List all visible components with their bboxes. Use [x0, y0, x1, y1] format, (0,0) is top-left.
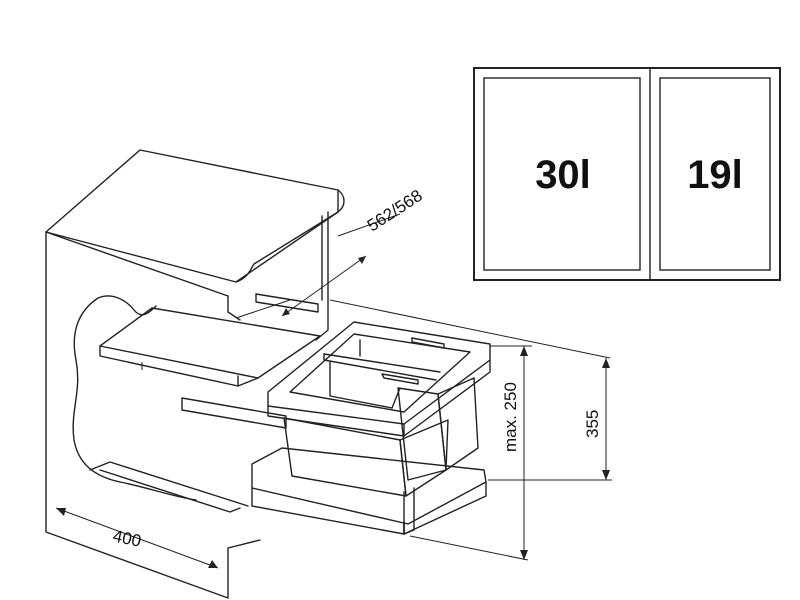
cabinet	[45, 149, 345, 599]
compartment-label-large: 30l	[535, 153, 591, 197]
compartment-plan-view: 30l 19l	[473, 67, 781, 281]
pullout-unit	[181, 321, 491, 535]
width-label: 400	[111, 526, 143, 550]
height-dimension: 355	[583, 358, 610, 480]
max-height-dimension: max. 250	[409, 345, 532, 561]
height-label: 355	[583, 410, 602, 438]
upper-shelf	[99, 293, 321, 387]
depth-label: 562/568	[364, 186, 426, 235]
max-height-label: max. 250	[501, 382, 520, 452]
compartment-label-small: 19l	[687, 153, 743, 197]
width-dimension: 400	[45, 504, 229, 598]
